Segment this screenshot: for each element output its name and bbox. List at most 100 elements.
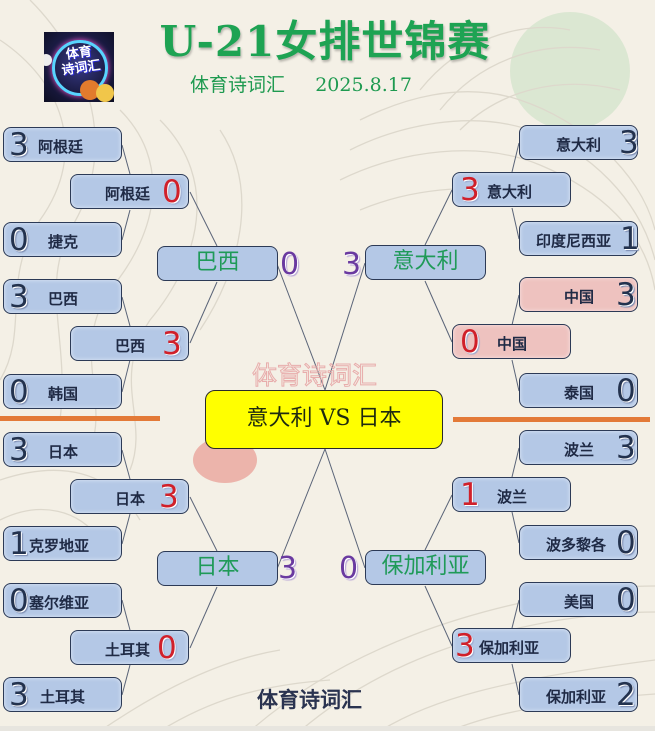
team-score: 0 (460, 324, 480, 360)
right-r1-match-5: 波兰 3 (519, 430, 638, 466)
team-score: 0 (616, 582, 636, 618)
team-score: 0 (616, 373, 636, 409)
team-score: 3 (616, 430, 636, 466)
team-name: 土耳其 (105, 641, 151, 659)
left-sf-match-2: 日本 (157, 551, 278, 586)
left-r1-match-2: 0 捷克 (3, 222, 122, 258)
page-title: U-21女排世锦赛 (159, 17, 491, 66)
left-qf-match-2: 巴西 3 (70, 326, 189, 362)
volleyball-icon (96, 84, 114, 102)
subtitle-source: 体育诗词汇 (190, 74, 286, 96)
team-score: 2 (616, 677, 636, 713)
team-name: 阿根廷 (38, 138, 84, 156)
team-name: 中国 (497, 335, 528, 353)
final-match-box: 意大利 VS 日本 (205, 390, 443, 449)
team-name: 保加利亚 (479, 639, 540, 657)
subtitle: 体育诗词汇 2025.8.17 (190, 70, 412, 97)
team-score: 3 (455, 628, 475, 664)
left-qf-match-1: 阿根廷 0 (70, 174, 189, 210)
left-sf-score-1: 0 (280, 247, 300, 282)
sports-logo-icon: 体育 诗词汇 (44, 32, 114, 102)
team-score: 3 (460, 172, 480, 208)
team-name: 巴西 (115, 337, 146, 355)
right-sf-match-2: 保加利亚 (365, 550, 486, 585)
footer-credit: 体育诗词汇 (257, 687, 362, 712)
divider-left (0, 416, 160, 421)
decorative-green-circle (510, 12, 630, 130)
subtitle-date: 2025.8.17 (315, 74, 412, 96)
right-r1-match-1: 意大利 3 (519, 125, 639, 161)
bottom-bar (0, 726, 655, 731)
right-sf-score-2: 0 (339, 551, 359, 586)
left-sf-match-1: 巴西 (157, 246, 278, 281)
soccer-ball-icon (44, 54, 52, 66)
left-sf-score-2: 3 (278, 551, 298, 586)
team-score: 3 (9, 432, 29, 468)
team-score: 0 (9, 583, 29, 619)
team-score: 3 (616, 277, 636, 313)
team-score: 3 (9, 127, 29, 163)
team-name: 塞尔维亚 (29, 594, 90, 612)
team-name: 克罗地亚 (29, 537, 90, 555)
team-name: 捷克 (48, 233, 79, 251)
team-score: 1 (9, 526, 29, 562)
team-name: 波兰 (564, 441, 595, 459)
divider-right (453, 417, 650, 422)
team-name: 美国 (564, 593, 595, 611)
team-name: 中国 (564, 288, 595, 306)
team-score: 3 (162, 326, 182, 362)
team-name: 意大利 (392, 249, 459, 274)
team-name: 巴西 (48, 290, 79, 308)
basketball-icon (80, 80, 100, 100)
team-name: 日本 (195, 555, 240, 580)
right-r1-match-8: 保加利亚 2 (519, 677, 638, 713)
logo-ring (52, 40, 108, 96)
team-score: 0 (616, 525, 636, 561)
team-score: 0 (9, 374, 29, 410)
team-score: 3 (9, 677, 29, 713)
left-qf-match-4: 土耳其 0 (70, 630, 189, 666)
right-r1-match-6: 波多黎各 0 (519, 525, 638, 561)
right-qf-match-2: 0 中国 (452, 324, 571, 360)
team-name: 阿根廷 (105, 185, 151, 203)
left-r1-match-1: 3 阿根廷 (3, 127, 122, 163)
right-qf-match-4: 3 保加利亚 (452, 628, 571, 664)
team-name: 土耳其 (40, 688, 86, 706)
left-r1-match-7: 0 塞尔维亚 (3, 583, 122, 619)
team-score: 3 (159, 479, 179, 515)
team-name: 波兰 (497, 488, 528, 506)
team-score: 3 (619, 125, 639, 161)
right-sf-match-1: 意大利 (365, 245, 486, 280)
right-sf-score-1: 3 (342, 247, 362, 282)
team-score: 1 (460, 477, 480, 513)
right-r1-match-3: 中国 3 (519, 277, 638, 313)
team-score: 0 (162, 174, 182, 210)
team-name: 韩国 (48, 385, 79, 403)
team-name: 保加利亚 (546, 688, 607, 706)
team-name: 巴西 (195, 250, 240, 275)
right-r1-match-4: 泰国 0 (519, 373, 638, 409)
left-r1-match-6: 1 克罗地亚 (3, 526, 122, 562)
team-name: 泰国 (564, 384, 595, 402)
right-qf-match-3: 1 波兰 (452, 477, 571, 513)
team-score: 0 (157, 630, 177, 666)
team-name: 日本 (48, 443, 79, 461)
left-r1-match-8: 3 土耳其 (3, 677, 122, 713)
team-name: 印度尼西亚 (536, 232, 612, 250)
team-score: 3 (9, 279, 29, 315)
team-name: 日本 (115, 490, 146, 508)
team-name: 意大利 (487, 183, 533, 201)
right-qf-match-1: 3 意大利 (452, 172, 571, 208)
team-name: 波多黎各 (546, 536, 607, 554)
team-name: 意大利 (556, 136, 602, 154)
watermark: 体育诗词汇 (251, 361, 378, 391)
left-r1-match-4: 0 韩国 (3, 374, 122, 410)
team-score: 1 (620, 221, 640, 257)
final-match-label: 意大利 VS 日本 (246, 406, 402, 431)
left-r1-match-5: 3 日本 (3, 432, 122, 468)
right-r1-match-2: 印度尼西亚 1 (519, 221, 640, 257)
left-qf-match-3: 日本 3 (70, 479, 189, 515)
left-r1-match-3: 3 巴西 (3, 279, 122, 315)
right-r1-match-7: 美国 0 (519, 582, 638, 618)
